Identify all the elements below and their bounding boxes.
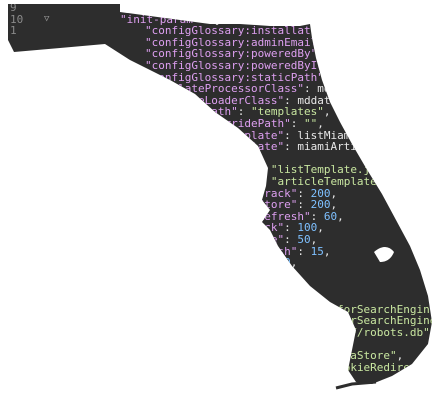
line-number: 9 (10, 1, 17, 14)
keys-islands (335, 380, 377, 390)
line-number: 1 (10, 24, 17, 38)
line-number: 10 (10, 12, 24, 26)
fold-marker-icon[interactable]: ▽ (44, 13, 50, 24)
lake-okeechobee (374, 247, 394, 262)
